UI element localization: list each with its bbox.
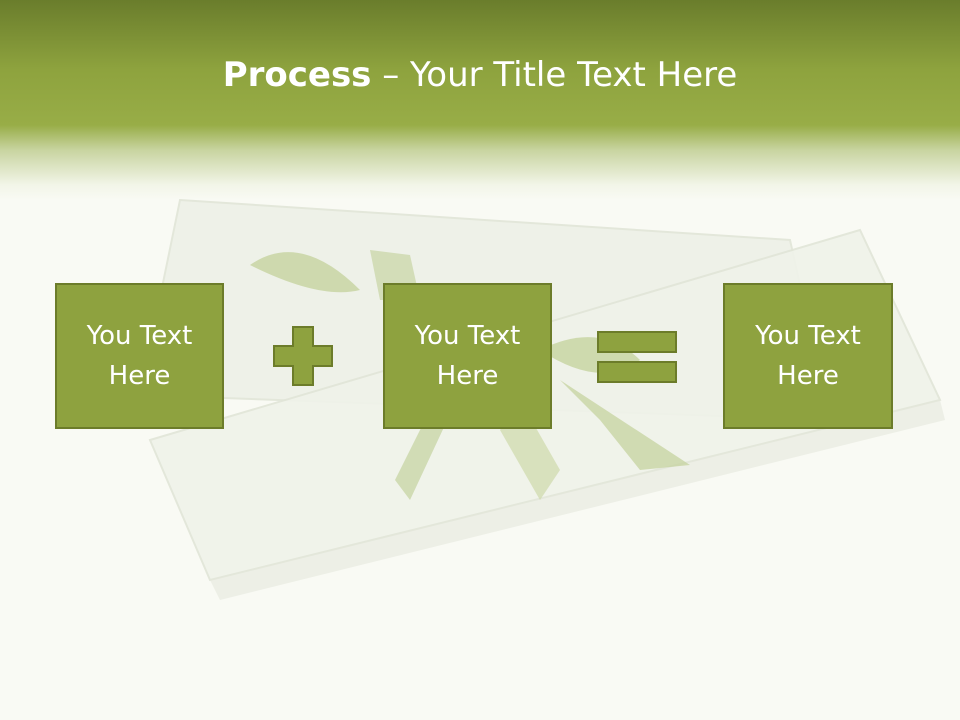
equals-icon	[597, 331, 677, 383]
envelope-shadow	[210, 400, 945, 600]
ribbon-band	[395, 410, 445, 500]
plus-icon	[273, 326, 333, 386]
process-box-2-text: You Text Here	[414, 321, 521, 391]
title-bold: Process	[222, 55, 372, 95]
title-rest: – Your Title Text Here	[371, 55, 738, 95]
bow-tail-right	[560, 380, 690, 470]
bow-loop-left	[250, 252, 360, 293]
process-box-2: You Text Here	[383, 283, 552, 429]
slide-title: Process – Your Title Text Here	[0, 52, 960, 98]
process-box-1: You Text Here	[55, 283, 224, 429]
header-band	[0, 0, 960, 200]
process-box-3-text: You Text Here	[755, 321, 861, 391]
process-box-1-text: You Text Here	[86, 321, 193, 391]
process-box-3: You Text Here	[723, 283, 893, 429]
